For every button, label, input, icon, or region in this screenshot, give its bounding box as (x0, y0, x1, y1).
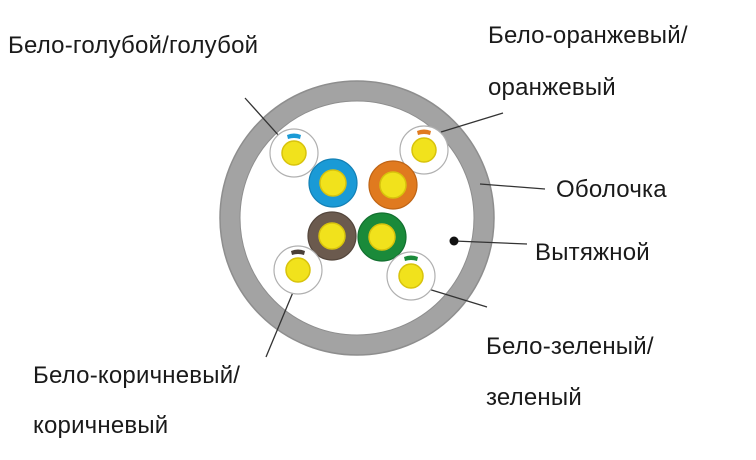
label-white-blue: Бело-голубой/голубой (8, 32, 259, 59)
label-white-orange-line2: оранжевый (488, 74, 616, 101)
leader-white-blue (244, 97, 281, 138)
conductor (318, 222, 346, 250)
ripcord-dot (449, 236, 459, 246)
blue-wire (308, 158, 358, 208)
brown-wire (307, 211, 357, 261)
orange-wire (368, 160, 418, 210)
label-white-brown-line1: Бело-коричневый/ (33, 362, 241, 389)
conductor (368, 223, 396, 251)
conductor (379, 171, 407, 199)
label-white-orange-line1: Бело-оранжевый/ (488, 22, 688, 49)
conductor (319, 169, 347, 197)
blue-stripe (287, 133, 301, 139)
white-orange-wire (399, 125, 449, 175)
white-blue-wire (269, 128, 319, 178)
leader-white-orange (440, 112, 504, 133)
green-stripe (404, 255, 418, 261)
conductor (281, 140, 307, 166)
conductor (285, 257, 311, 283)
label-ripcord: Вытяжной (535, 239, 650, 266)
white-brown-wire (273, 245, 323, 295)
leader-white-brown (265, 284, 297, 358)
leader-jacket (479, 183, 546, 190)
label-white-brown-line2: коричневый (33, 412, 169, 439)
brown-stripe (291, 249, 305, 255)
label-jacket: Оболочка (556, 176, 667, 203)
orange-stripe (417, 129, 431, 135)
leader-ripcord (453, 240, 528, 245)
white-green-wire (386, 251, 436, 301)
conductor (398, 263, 424, 289)
label-white-green-line1: Бело-зеленый/ (486, 333, 654, 360)
leader-lines (244, 97, 546, 358)
leader-white-green (424, 287, 488, 308)
green-wire (357, 212, 407, 262)
label-white-green-line2: зеленый (486, 384, 582, 411)
conductor (411, 137, 437, 163)
